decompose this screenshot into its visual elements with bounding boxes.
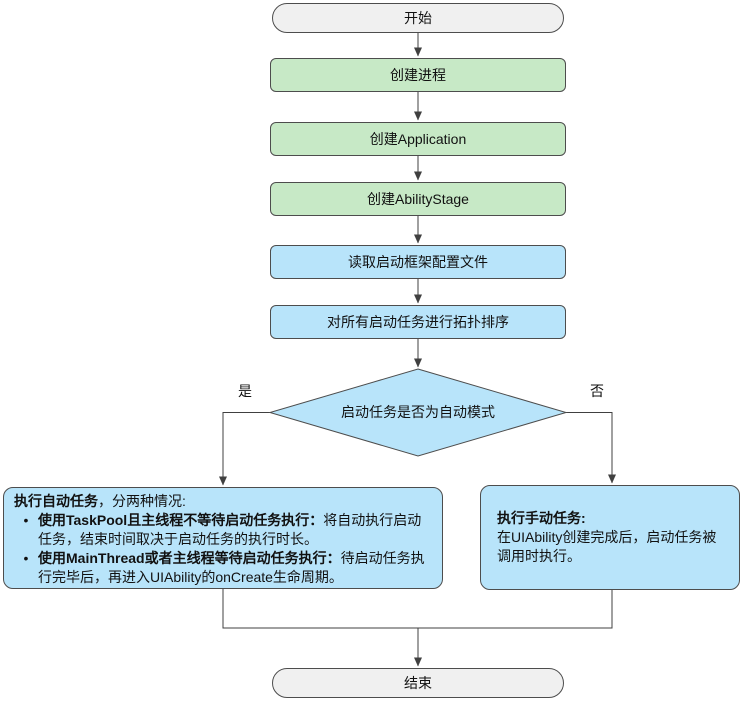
arrow-decision-no-branch bbox=[566, 412, 616, 484]
auto-task-bullet-1-bold: 使用TaskPool且主线程不等待启动任务执行： bbox=[38, 512, 324, 528]
manual-task-title-bold: 执行手动任务: bbox=[497, 510, 586, 526]
edge-label-yes: 是 bbox=[238, 383, 252, 399]
decision-node-label: 启动任务是否为自动模式 bbox=[341, 404, 495, 420]
start-node: 开始 bbox=[272, 3, 564, 33]
auto-task-node: 执行自动任务，分两种情况: • 使用TaskPool且主线程不等待启动任务执行：… bbox=[3, 487, 443, 589]
end-node: 结束 bbox=[272, 668, 564, 698]
auto-task-title: 执行自动任务，分两种情况: bbox=[14, 492, 434, 511]
create-abilitystage-node: 创建AbilityStage bbox=[270, 182, 566, 216]
manual-task-title: 执行手动任务: bbox=[497, 509, 723, 528]
read-config-node: 读取启动框架配置文件 bbox=[270, 245, 566, 279]
merge-line bbox=[222, 589, 613, 629]
auto-task-title-rest: ，分两种情况: bbox=[98, 493, 186, 509]
auto-task-bullet-1-rest: 将自动执行启动任务，结束时间取决于启动任务的执行时长。 bbox=[38, 512, 422, 547]
auto-task-bullet-2: • 使用MainThread或者主线程等待启动任务执行：待启动任务执行完毕后，再… bbox=[14, 549, 434, 587]
topo-sort-node: 对所有启动任务进行拓扑排序 bbox=[270, 305, 566, 339]
manual-task-body: 在UIAbility创建完成后，启动任务被调用时执行。 bbox=[497, 529, 717, 564]
auto-task-bullet-1-text: 使用TaskPool且主线程不等待启动任务执行：将自动执行启动任务，结束时间取决… bbox=[38, 511, 434, 549]
auto-task-bullet-2-bold: 使用MainThread或者主线程等待启动任务执行： bbox=[38, 550, 341, 566]
create-application-node: 创建Application bbox=[270, 122, 566, 156]
auto-task-content: 执行自动任务，分两种情况: • 使用TaskPool且主线程不等待启动任务执行：… bbox=[4, 488, 442, 591]
edge-label-no: 否 bbox=[590, 383, 604, 399]
bullet-dot-icon: • bbox=[23, 550, 29, 566]
create-process-node: 创建进程 bbox=[270, 58, 566, 92]
arrow-decision-yes-branch bbox=[219, 412, 270, 486]
auto-task-bullet-2-rest: 待启动任务执行完毕后，再进入UIAbility的onCreate生命周期。 bbox=[38, 550, 425, 585]
auto-task-title-bold: 执行自动任务 bbox=[14, 493, 98, 509]
manual-task-content: 执行手动任务: 在UIAbility创建完成后，启动任务被调用时执行。 bbox=[481, 486, 739, 589]
bullet-dot-icon: • bbox=[23, 512, 29, 528]
manual-task-node: 执行手动任务: 在UIAbility创建完成后，启动任务被调用时执行。 bbox=[480, 485, 740, 590]
auto-task-bullet-2-text: 使用MainThread或者主线程等待启动任务执行：待启动任务执行完毕后，再进入… bbox=[38, 549, 434, 587]
auto-task-bullet-1: • 使用TaskPool且主线程不等待启动任务执行：将自动执行启动任务，结束时间… bbox=[14, 511, 434, 549]
